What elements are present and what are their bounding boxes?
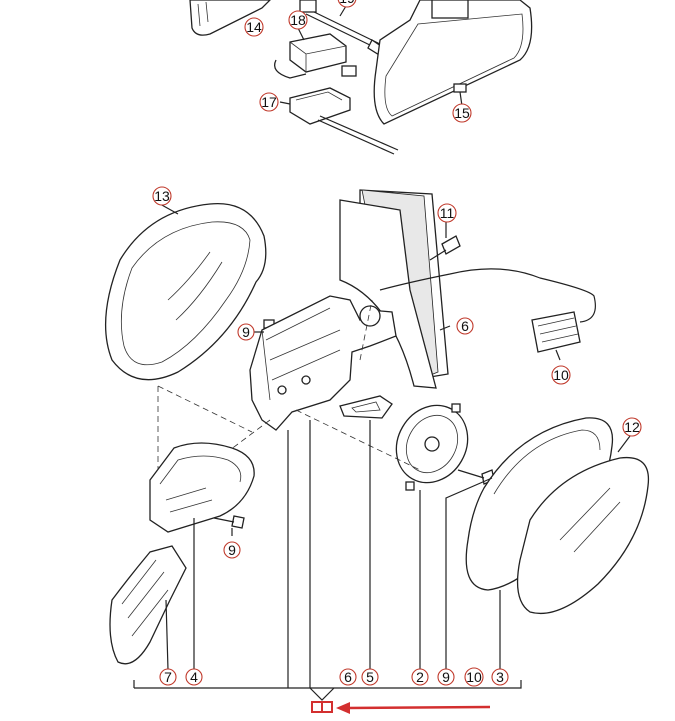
mirror-bracket-assembly [249, 295, 397, 431]
part-2-motor [395, 403, 469, 491]
part-9-screw-lower [213, 515, 245, 529]
callout-15: 15 [452, 103, 472, 123]
svg-text:6: 6 [344, 669, 352, 685]
part-14-mirror-glass-top [189, 0, 271, 36]
callout-14: 14 [244, 17, 264, 37]
svg-text:6: 6 [461, 318, 469, 334]
part-17-sensor-cover [289, 87, 399, 155]
svg-text:5: 5 [366, 669, 374, 685]
part-11-screw [429, 235, 461, 261]
svg-text:12: 12 [624, 419, 640, 435]
callout-11: 11 [437, 203, 457, 223]
part-4-lower-cover [149, 442, 255, 533]
svg-text:9: 9 [442, 669, 450, 685]
svg-text:19: 19 [339, 0, 355, 6]
callout-19: 19 [337, 0, 357, 8]
svg-text:10: 10 [466, 669, 482, 685]
bottom-label-4: 4 [185, 668, 203, 686]
callout-17: 17 [259, 92, 279, 112]
callout-13: 13 [152, 186, 172, 206]
bottom-label-3: 3 [491, 668, 509, 686]
svg-text:9: 9 [228, 542, 236, 558]
svg-text:4: 4 [190, 669, 198, 685]
part-15-interior-mirror [373, 0, 533, 125]
svg-text:9: 9 [242, 324, 250, 340]
callout-12: 12 [622, 417, 642, 437]
bottom-label-9: 9 [437, 668, 455, 686]
svg-text:14: 14 [246, 19, 262, 35]
callout-10-upper: 10 [551, 365, 571, 385]
part-13-mirror-housing [105, 202, 267, 381]
red-arrow [336, 702, 491, 714]
bottom-label-6: 6 [339, 668, 357, 686]
callout-9-lower: 9 [223, 541, 241, 559]
part-7-trim-piece [109, 545, 187, 665]
svg-text:3: 3 [496, 669, 504, 685]
bottom-label-5: 5 [361, 668, 379, 686]
part-10-connector-wire [379, 268, 596, 353]
callout-9-upper: 9 [237, 323, 255, 341]
part-6-mount-base [339, 189, 449, 389]
svg-text:17: 17 [261, 94, 277, 110]
svg-text:13: 13 [154, 188, 170, 204]
part-18-sensor-module [273, 33, 357, 79]
bottom-label-7: 7 [159, 668, 177, 686]
svg-text:11: 11 [440, 205, 455, 221]
svg-text:7: 7 [164, 669, 172, 685]
bottom-label-10: 10 [464, 667, 484, 687]
svg-text:18: 18 [290, 12, 306, 28]
callout-6-upper: 6 [456, 317, 474, 335]
bottom-label-2: 2 [411, 668, 429, 686]
part-5-wedge [339, 395, 393, 419]
svg-text:15: 15 [454, 105, 470, 121]
part-12-mirror-glass [516, 456, 650, 615]
svg-text:10: 10 [553, 367, 569, 383]
highlight-marker [311, 701, 333, 713]
svg-text:2: 2 [416, 669, 424, 685]
callout-18: 18 [288, 10, 308, 30]
